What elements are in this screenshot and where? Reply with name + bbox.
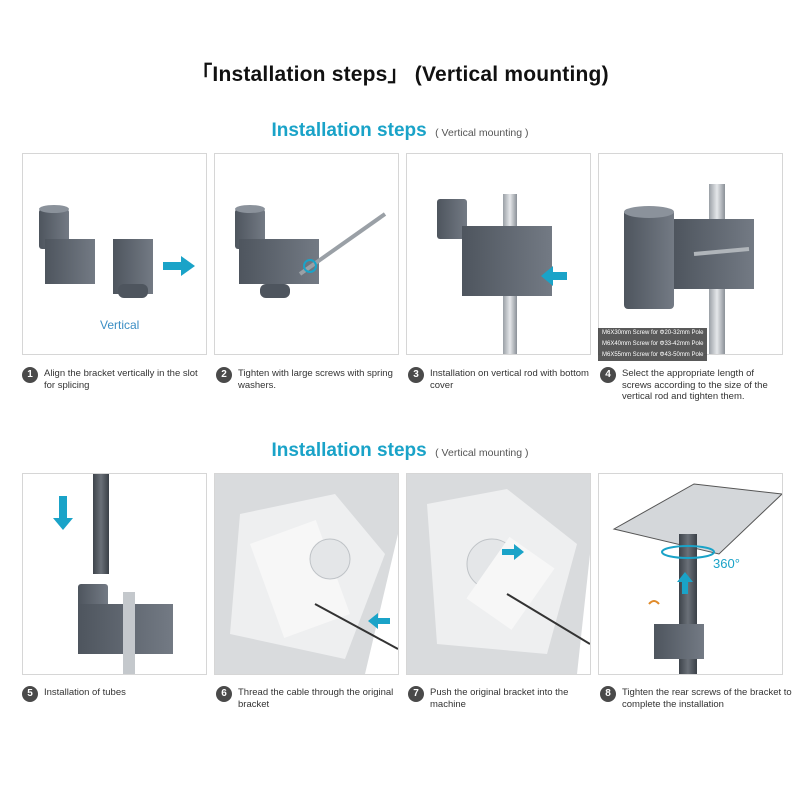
- step-8-caption: 8 Tighten the rear screws of the bracket…: [600, 686, 792, 710]
- step-5-image: [22, 473, 207, 675]
- step-text: Installation on vertical rod with bottom…: [430, 368, 589, 391]
- step-text: Tighten the rear screws of the bracket t…: [622, 687, 792, 710]
- step-number-badge: 6: [216, 686, 232, 702]
- arrow-down-icon: [53, 496, 73, 530]
- step-2-image: [214, 153, 399, 355]
- section-subheading: ( Vertical mounting ): [435, 447, 529, 459]
- step-number-badge: 1: [22, 367, 38, 383]
- section-subheading: ( Vertical mounting ): [435, 127, 529, 139]
- bracket-closeup-shape: [624, 209, 674, 309]
- step-text: Push the original bracket into the machi…: [430, 687, 569, 710]
- bracket-mounted-shape: [462, 226, 552, 296]
- section-title-2: Installation steps ( Vertical mounting ): [0, 440, 800, 462]
- section-title-1: Installation steps ( Vertical mounting ): [0, 120, 800, 142]
- step-number-badge: 5: [22, 686, 38, 702]
- step-3-caption: 3 Installation on vertical rod with bott…: [408, 367, 593, 391]
- step-6-image: [214, 473, 399, 675]
- step-number-badge: 7: [408, 686, 424, 702]
- step-4-caption: 4 Select the appropriate length of screw…: [600, 367, 780, 403]
- step-text: Tighten with large screws with spring wa…: [238, 368, 393, 391]
- vertical-label: Vertical: [100, 318, 140, 332]
- tube-shape: [93, 474, 109, 574]
- screw-spec-3: M6X55mm Screw for Φ43-50mm Pole: [598, 350, 708, 361]
- step-number-badge: 3: [408, 367, 424, 383]
- arrow-left-icon: [368, 613, 390, 629]
- step-6-caption: 6 Thread the cable through the original …: [216, 686, 401, 710]
- arrow-left-icon: [541, 266, 567, 286]
- step-3-image: [406, 153, 591, 355]
- arrow-left-icon: [163, 256, 195, 276]
- step-2-caption: 2 Tighten with large screws with spring …: [216, 367, 401, 391]
- step-7-image: [406, 473, 591, 675]
- monitor-shape: [612, 483, 782, 555]
- step-number-badge: 2: [216, 367, 232, 383]
- step-number-badge: 8: [600, 686, 616, 702]
- step-1-image: [22, 153, 207, 355]
- step-number-badge: 4: [600, 367, 616, 383]
- arrow-up-icon: [677, 572, 693, 594]
- rotate-icon: [661, 545, 715, 559]
- screw-spec-1: M6X30mm Screw for Φ20-32mm Pole: [598, 328, 708, 339]
- screw-spec-2: M6X40mm Screw for Φ33-42mm Pole: [598, 339, 708, 350]
- section-heading: Installation steps: [271, 440, 427, 461]
- cable-shape: [314, 603, 398, 650]
- rotation-label: 360°: [713, 556, 740, 571]
- tighten-arrow-icon: [648, 600, 660, 605]
- step-text: Installation of tubes: [44, 687, 126, 698]
- step-text: Select the appropriate length of screws …: [622, 368, 768, 402]
- hex-key-shape: [298, 212, 387, 276]
- step-5-caption: 5 Installation of tubes: [22, 686, 207, 702]
- arrow-right-icon: [502, 544, 524, 560]
- step-7-caption: 7 Push the original bracket into the mac…: [408, 686, 593, 710]
- main-title: 「Installation steps」 (Vertical mounting): [191, 63, 609, 86]
- section-heading: Installation steps: [271, 120, 427, 141]
- step-1-caption: 1 Align the bracket vertically in the sl…: [22, 367, 207, 391]
- step-8-image: [598, 473, 783, 675]
- step-4-image: [598, 153, 783, 355]
- bracket-base-shape: [45, 239, 95, 284]
- step-text: Thread the cable through the original br…: [238, 687, 394, 710]
- step-text: Align the bracket vertically in the slot…: [44, 368, 198, 391]
